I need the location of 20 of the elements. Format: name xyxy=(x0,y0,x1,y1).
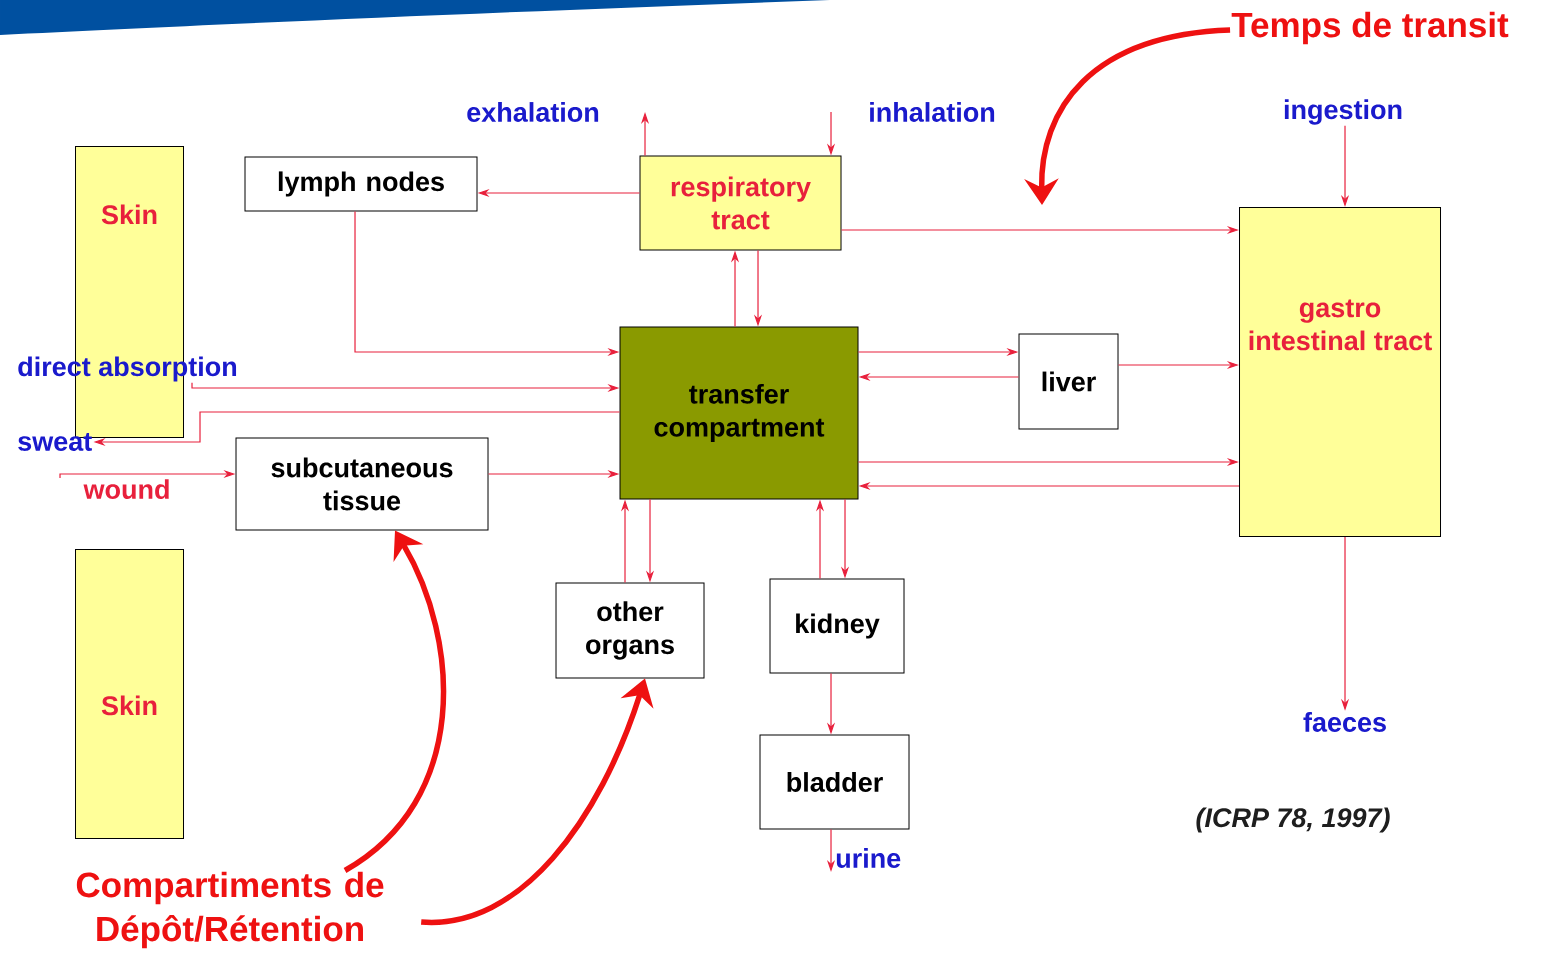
route-label: urine xyxy=(836,848,901,868)
compartment-box: gastro intestinal tract xyxy=(1239,207,1441,537)
route-label: ingestion xyxy=(1284,99,1402,125)
compartment-box: subcutaneous tissue xyxy=(235,437,489,531)
compartment-box: lymph nodes xyxy=(244,156,478,212)
route-label: faeces xyxy=(1303,712,1386,732)
compartment-box: bladder xyxy=(759,734,910,830)
compartment-box: respiratory tract xyxy=(639,155,842,251)
route-label: exhalation xyxy=(467,102,599,122)
annotation-heading: Temps de transit xyxy=(1231,11,1509,45)
compartment-box: kidney xyxy=(769,578,905,674)
compartment-box: liver xyxy=(1018,333,1119,430)
compartment-box: transfer compartment xyxy=(619,326,859,500)
route-label: wound xyxy=(83,479,169,500)
citation: (ICRP 78, 1997) xyxy=(1196,807,1390,833)
compartment-box: other organs xyxy=(555,582,705,679)
route-label: inhalation xyxy=(870,102,995,122)
route-label: sweat xyxy=(18,433,92,451)
annotation-heading: Compartiments de Dépôt/Rétention xyxy=(76,871,384,949)
skin-strip: Skin xyxy=(75,549,184,839)
